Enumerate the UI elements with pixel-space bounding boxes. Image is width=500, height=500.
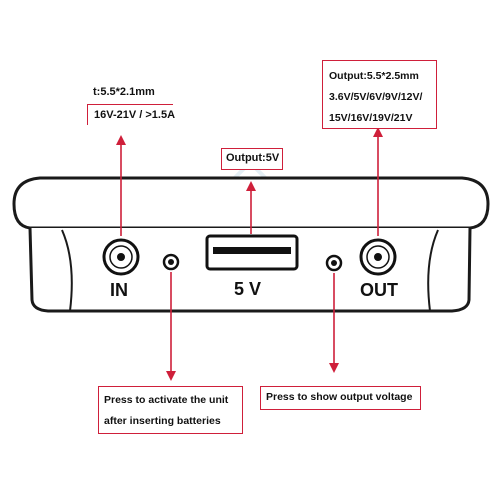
- activate-button-callout: Press to activate the unit after inserti…: [98, 386, 243, 434]
- output-spec-line-3: 15V/16V/19V/21V: [329, 112, 413, 124]
- in-port-label: IN: [110, 280, 128, 300]
- output-spec-callout: Output:5.5*2.5mm 3.6V/5V/6V/9V/12V/ 15V/…: [322, 60, 437, 129]
- voltage-display-button: [325, 254, 343, 272]
- activate-button: [162, 253, 180, 271]
- usb-output-line: Output:5V: [226, 152, 280, 164]
- usb-port-label: 5 V: [234, 279, 262, 299]
- output-spec-line-2: 3.6V/5V/6V/9V/12V/: [329, 91, 423, 103]
- usb-output-callout: Output:5V: [221, 148, 283, 170]
- input-spec-line-1: t:5.5*2.1mm: [93, 86, 155, 98]
- activate-line-1: Press to activate the unit: [104, 394, 229, 406]
- output-spec-line-1: Output:5.5*2.5mm: [329, 70, 419, 82]
- input-spec-callout: t:5.5*2.1mm 16V-21V / >1.5A: [87, 79, 175, 129]
- input-spec-line-2: 16V-21V / >1.5A: [87, 104, 175, 125]
- dc-input-jack: [102, 238, 140, 276]
- out-port-label: OUT: [360, 280, 398, 300]
- activate-line-2: after inserting batteries: [104, 415, 221, 427]
- usb-port: [205, 234, 299, 271]
- voltage-button-callout: Press to show output voltage: [260, 386, 421, 410]
- dc-output-jack: [359, 238, 397, 276]
- voltage-button-line: Press to show output voltage: [266, 391, 413, 403]
